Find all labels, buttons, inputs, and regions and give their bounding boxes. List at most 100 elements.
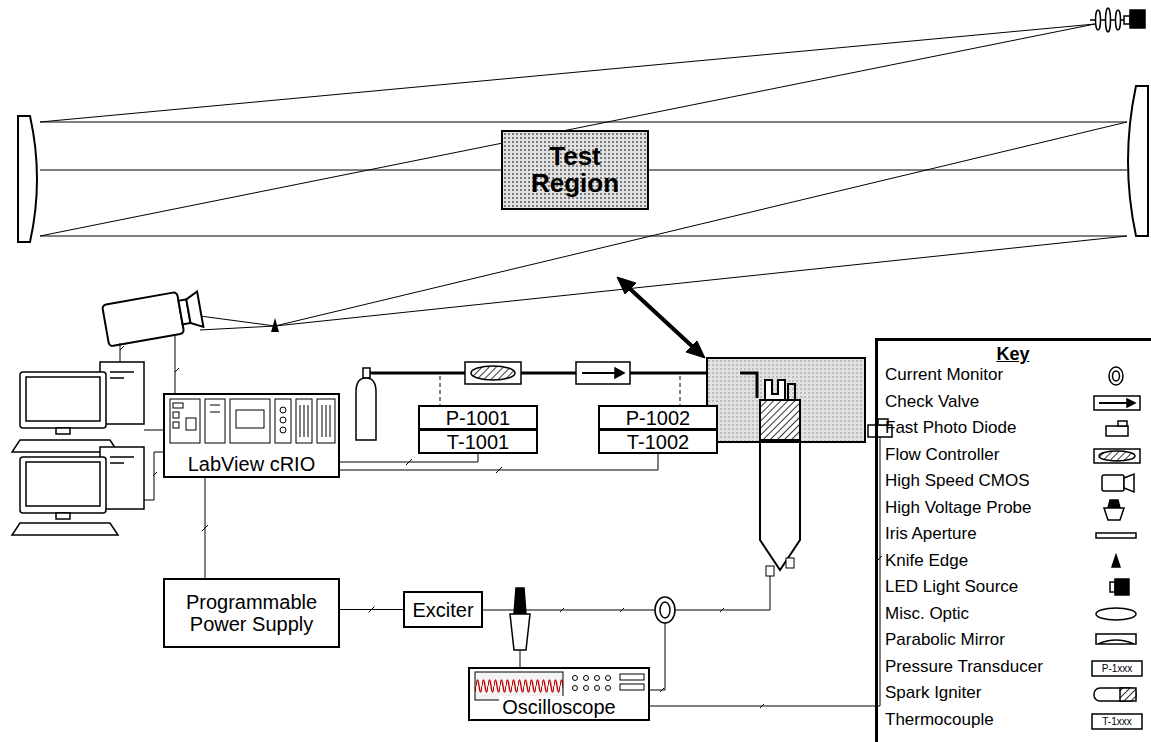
- high-speed-camera-part: [102, 292, 184, 347]
- combustion-chamber-part: [760, 442, 800, 570]
- crio-chassis-part: [210, 412, 220, 413]
- computer-part: [12, 523, 118, 535]
- test-region-box: Test Region: [501, 130, 649, 210]
- light-ray-part: [200, 316, 275, 326]
- check-valve: [576, 362, 630, 384]
- legend-label: Thermocouple: [885, 711, 994, 730]
- high-voltage-probe: [510, 588, 530, 650]
- crio-chassis-part: [330, 405, 331, 437]
- key-symbol-part: [1104, 508, 1124, 520]
- current-monitor: [655, 597, 675, 623]
- symbol-label: P-1xxx: [1092, 661, 1142, 676]
- flow-controller-part: [471, 366, 515, 380]
- oscilloscope-body-part: [584, 686, 589, 691]
- signal-cable-part: [120, 343, 121, 362]
- light-ray-part: [40, 122, 1127, 123]
- key-symbol-part: [1096, 608, 1136, 620]
- legend-label: Parabolic Mirror: [885, 631, 1005, 650]
- oscilloscope-body-part: [595, 676, 600, 681]
- node-label: P-1001: [446, 407, 511, 429]
- symbol-label: T-1xxx: [1092, 714, 1142, 729]
- high-speed-camera: [102, 288, 204, 346]
- key-symbol-part: [1092, 661, 1142, 676]
- signal-cable-part: [620, 608, 624, 612]
- legend-label: Knife Edge: [885, 552, 968, 571]
- thermocouple-box: T-1002: [598, 429, 718, 454]
- combustion-chamber-part: [707, 358, 865, 442]
- key-symbol-part: [1099, 451, 1135, 461]
- combustion-chamber-part: [766, 566, 774, 576]
- key-symbol-part: [1113, 371, 1120, 381]
- computer-part: [110, 456, 134, 458]
- computer: [12, 362, 144, 535]
- led-light-source-part: [1116, 10, 1121, 30]
- legend-label: Iris Aperture: [885, 525, 977, 544]
- crio-chassis-part: [230, 399, 270, 443]
- pressure-transducer-box: P-1001: [418, 405, 538, 430]
- light-ray: [40, 24, 1127, 330]
- led-light-source-part: [1096, 10, 1101, 30]
- led-light-source: [1090, 8, 1145, 32]
- signal-cable-part: [120, 346, 124, 350]
- computer-part: [20, 457, 106, 513]
- key-symbol: [1092, 367, 1142, 729]
- high-voltage-probe-part: [514, 588, 526, 614]
- signal-cable-part: [144, 452, 163, 500]
- double-arrow-part: [628, 287, 694, 348]
- key-symbol-part: [1106, 426, 1128, 436]
- parabolic-mirror-part: [18, 116, 37, 242]
- crio-chassis-part: [236, 410, 264, 428]
- signal-cable-part: [650, 622, 665, 690]
- node-label: Programmable Power Supply: [169, 591, 334, 635]
- key-symbol-part: [1112, 555, 1120, 567]
- high-speed-camera-part: [185, 291, 203, 329]
- combustion-chamber-part: [765, 380, 785, 400]
- key-symbol-part: [1115, 579, 1129, 595]
- key-symbol-part: [1102, 475, 1124, 491]
- combustion-chamber-part: [760, 400, 800, 440]
- crio-chassis-part: [326, 405, 327, 437]
- oscilloscope-body-part: [620, 684, 644, 690]
- combustion-chamber-part: [788, 384, 795, 400]
- oscilloscope-body-part: [573, 686, 578, 691]
- combustion-chamber-part: [786, 558, 794, 568]
- node-label: LabView cRIO: [185, 453, 318, 475]
- computer-part: [56, 513, 70, 519]
- gas-line-part: [440, 376, 441, 405]
- light-ray-part: [40, 236, 1127, 237]
- gas-cylinder-part: [363, 368, 370, 378]
- signal-cable-part: [175, 336, 176, 393]
- legend-label: Fast Photo Diode: [885, 419, 1016, 438]
- power-supply-box: Programmable Power Supply: [163, 578, 340, 648]
- crio-chassis-part: [170, 399, 200, 443]
- combustion-chamber-part: [740, 373, 757, 398]
- legend-label: Check Valve: [885, 393, 979, 412]
- crio-chassis-part: [173, 422, 179, 428]
- crio-chassis-part: [186, 418, 196, 430]
- oscilloscope-body-part: [595, 686, 600, 691]
- key-symbol-part: [1092, 714, 1142, 729]
- legend-label: Current Monitor: [885, 366, 1003, 385]
- key-symbol-part: [1096, 634, 1136, 644]
- node-label: Test Region: [503, 143, 647, 198]
- signal-wire: [340, 454, 658, 470]
- key-symbol-part: [1094, 688, 1136, 701]
- signal-cable-part: [720, 608, 724, 612]
- legend-label: High Speed CMOS: [885, 472, 1030, 491]
- key-symbol-part: [1108, 500, 1120, 508]
- oscilloscope-body-part: [620, 674, 644, 680]
- crio-chassis-part: [308, 405, 309, 437]
- signal-cable-part: [760, 704, 764, 708]
- signal-cable-part: [520, 650, 521, 667]
- key-box: KeyCurrent MonitorCheck ValveFast Photo …: [875, 338, 1151, 742]
- oscilloscope-body-part: [606, 676, 611, 681]
- double-arrow-part: [686, 341, 705, 358]
- signal-cable-part: [878, 556, 882, 560]
- check-valve-part: [576, 362, 630, 384]
- light-ray-part: [275, 236, 1127, 326]
- double-arrow-part: [617, 277, 636, 294]
- oscilloscope-box: Oscilloscope: [468, 667, 650, 721]
- signal-cable-part: [144, 430, 163, 431]
- crio-chassis-part: [280, 427, 286, 433]
